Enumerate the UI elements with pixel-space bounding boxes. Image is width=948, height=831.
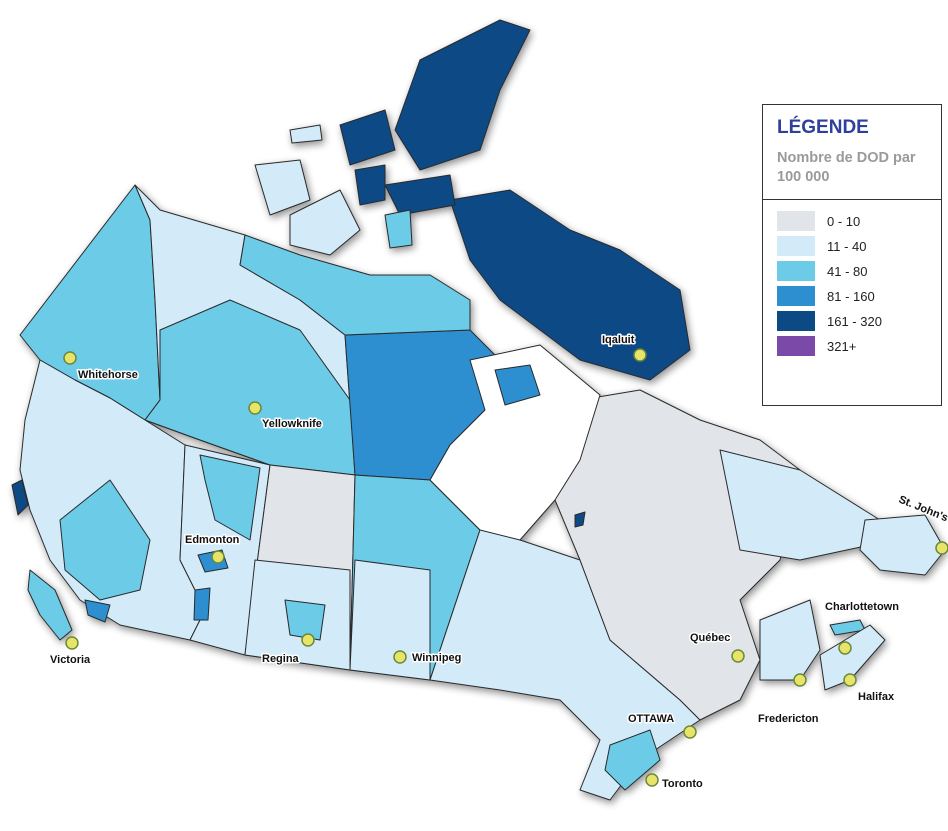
region-sask-regina — [284, 599, 326, 641]
region-baffin-island — [449, 189, 691, 381]
region-victoria-island — [289, 189, 361, 256]
city-markers: Whitehorse Yellowknife Iqaluit Edmonton … — [49, 333, 948, 792]
city-label-yellowknife: Yellowknife — [262, 418, 322, 430]
region-nova-scotia — [819, 624, 886, 691]
legend-item: 161 - 320 — [777, 309, 882, 333]
legend-swatch-321-plus — [777, 336, 815, 356]
city-label-toronto: Toronto — [662, 778, 703, 790]
legend-label: 81 - 160 — [827, 288, 875, 304]
region-king-william-island — [384, 209, 413, 249]
region-belcher-islands — [574, 511, 586, 528]
city-label-iqaluit: Iqaluit — [602, 334, 635, 346]
legend-item: 0 - 10 — [777, 209, 882, 233]
region-ontario-south — [604, 729, 661, 791]
legend-label: 0 - 10 — [827, 213, 861, 229]
city-label-whitehorse: Whitehorse — [78, 369, 138, 381]
region-arctic-island-3 — [289, 124, 323, 144]
legend-swatch-161-320 — [777, 311, 815, 331]
city-marker-winnipeg: Winnipeg — [393, 650, 463, 666]
legend-subtitle: Nombre de DOD par 100 000 — [777, 150, 916, 185]
region-arctic-island-1 — [339, 109, 396, 166]
city-label-winnipeg: Winnipeg — [412, 652, 461, 664]
region-southampton-island — [494, 364, 541, 406]
legend-item: 41 - 80 — [777, 259, 882, 283]
city-marker-regina: Regina — [261, 633, 315, 667]
city-label-charlottetown: Charlottetown — [825, 601, 899, 613]
region-nunavut-kitikmeot — [239, 234, 471, 336]
city-marker-fredericton: Fredericton — [757, 673, 820, 727]
region-labrador — [719, 449, 881, 561]
city-marker-quebec: Québec — [689, 631, 745, 663]
city-label-regina: Regina — [262, 653, 300, 665]
legend-label: 41 - 80 — [827, 263, 868, 279]
city-label-halifax: Halifax — [858, 691, 895, 703]
city-marker-toronto: Toronto — [645, 773, 705, 792]
region-devon-island — [384, 174, 456, 216]
legend-swatch-81-160 — [777, 286, 815, 306]
legend-label: 161 - 320 — [827, 313, 882, 329]
region-ellesmere-island — [394, 19, 531, 171]
region-alberta-central — [193, 587, 211, 621]
legend-items: 0 - 10 11 - 40 41 - 80 81 - 160 161 - 32… — [777, 209, 882, 359]
legend-swatch-11-40 — [777, 236, 815, 256]
city-marker-halifax: Halifax — [843, 673, 896, 705]
region-arctic-island-2 — [354, 164, 386, 206]
legend-title: LÉGENDE — [777, 117, 869, 138]
hudson-bay — [429, 344, 601, 541]
city-label-fredericton: Fredericton — [758, 713, 819, 725]
region-vancouver-island — [27, 569, 73, 641]
region-newfoundland — [859, 514, 946, 576]
region-haida-gwaii — [11, 479, 29, 516]
region-bc-coast — [84, 599, 111, 623]
city-marker-iqaluit: Iqaluit — [601, 333, 647, 362]
legend-label: 11 - 40 — [827, 238, 867, 254]
legend-item: 11 - 40 — [777, 234, 882, 258]
city-marker-victoria: Victoria — [49, 636, 93, 668]
legend-item: 81 - 160 — [777, 284, 882, 308]
city-marker-ottawa: OTTAWA — [627, 712, 697, 739]
city-label-edmonton: Edmonton — [185, 534, 240, 546]
city-label-victoria: Victoria — [50, 654, 91, 666]
legend-swatch-41-80 — [777, 261, 815, 281]
legend-divider — [763, 199, 941, 200]
city-marker-edmonton: Edmonton — [184, 533, 241, 564]
region-alberta-north — [199, 454, 261, 541]
region-bc-central — [59, 479, 151, 601]
city-marker-yellowknife: Yellowknife — [248, 401, 323, 432]
city-marker-whitehorse: Whitehorse — [63, 351, 139, 383]
legend-item: 321+ — [777, 334, 882, 358]
legend-label: 321+ — [827, 338, 857, 354]
region-new-brunswick — [759, 599, 821, 681]
city-label-ottawa: OTTAWA — [628, 713, 674, 725]
city-label-quebec: Québec — [690, 632, 730, 644]
legend-swatch-0-10 — [777, 211, 815, 231]
city-marker-charlottetown: Charlottetown — [824, 600, 901, 655]
region-banks-island — [254, 159, 311, 216]
map-legend: LÉGENDE Nombre de DOD par 100 000 0 - 10… — [762, 104, 942, 406]
